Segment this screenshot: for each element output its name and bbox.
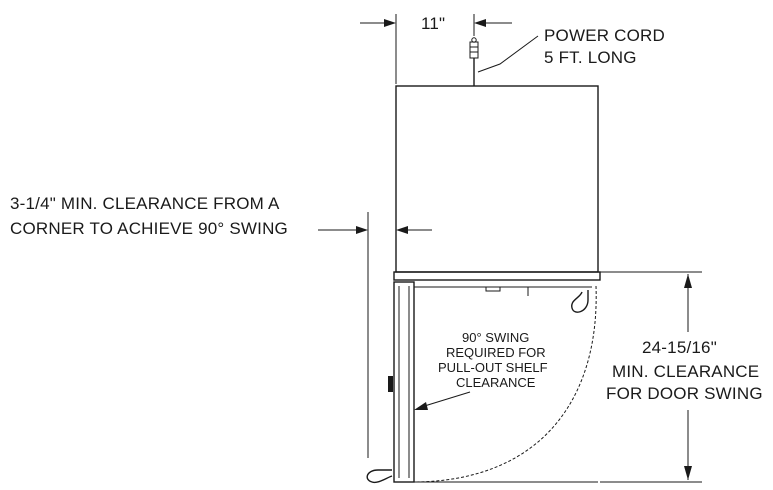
- width-dimension: [360, 14, 512, 84]
- shelf-tab: [485, 286, 501, 292]
- power-cord-label-line2: 5 FT. LONG: [544, 48, 637, 67]
- swing-label-line1: 90° SWING: [462, 330, 530, 345]
- corner-clearance-label-line2: CORNER TO ACHIEVE 90° SWING: [10, 219, 288, 238]
- power-cord-leader: [477, 35, 539, 73]
- door-clearance-dimension-label: 24-15/16": [640, 338, 719, 358]
- door-handle-top: [571, 290, 589, 313]
- cabinet-body: [395, 85, 599, 273]
- power-cord-label-line1: POWER CORD: [544, 26, 665, 45]
- open-door: [388, 281, 415, 483]
- swing-label-line2: REQUIRED FOR: [446, 345, 546, 360]
- cabinet-base: [393, 271, 601, 281]
- corner-clearance-dimension: [318, 212, 432, 458]
- swing-label-line3: PULL-OUT SHELF: [438, 360, 548, 375]
- swing-label-line4: CLEARANCE: [456, 375, 536, 390]
- corner-clearance-label-line1: 3-1/4" MIN. CLEARANCE FROM A: [10, 194, 280, 213]
- swing-arc: [411, 285, 597, 483]
- door-clearance-label-line1: MIN. CLEARANCE: [612, 362, 760, 382]
- width-dimension-label: 11": [421, 14, 446, 33]
- power-cord: [469, 37, 479, 86]
- door-handle-bottom: [366, 469, 393, 484]
- door-clearance-dimension: [600, 271, 702, 483]
- door-clearance-label-line2: FOR DOOR SWING: [606, 384, 763, 404]
